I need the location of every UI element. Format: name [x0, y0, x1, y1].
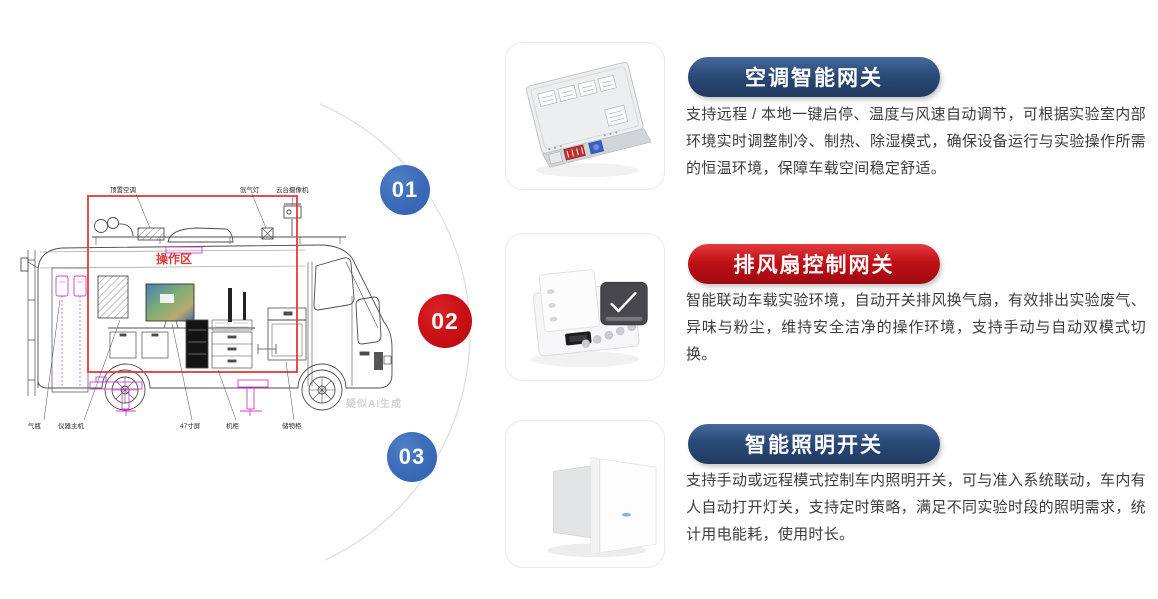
label-gas-cylinder: 气瓶 — [28, 421, 42, 430]
step-number-3: 03 — [398, 444, 426, 469]
section-title-fan-gateway: 排风扇控制网关 — [688, 244, 940, 284]
label-instrument-host: 仪器主机 — [58, 421, 85, 430]
outriggers-and-cylinders — [55, 246, 269, 416]
product-card-light-switch — [505, 420, 665, 568]
check-badge — [600, 281, 648, 326]
label-cabinet: 机柜 — [226, 421, 240, 430]
step-badge-2: 02 — [418, 294, 472, 348]
ac-gateway-image — [526, 61, 652, 178]
label-47inch-screen: 47寸屏 — [180, 421, 201, 430]
switch-led — [622, 512, 631, 517]
section-description-ac-gateway: 支持远程 / 本地一键启停、温度与风速自动调节，可根据实验室内部环境实时调整制冷… — [686, 106, 1146, 177]
front-wheel — [301, 369, 343, 411]
section-description-fan-gateway: 智能联动车载实验环境，自动开关排风换气扇，有效排出实验废气、异味与粉尘，维持安全… — [686, 292, 1146, 363]
product-card-fan-controller — [505, 233, 665, 381]
fan-controller-image — [530, 269, 648, 368]
operation-area-label: 操作区 — [156, 251, 192, 266]
bus-line-art — [20, 203, 393, 411]
step-badge-1: 01 — [380, 165, 430, 215]
step-badge-3: 03 — [387, 432, 437, 482]
section-title-text: 排风扇控制网关 — [733, 254, 895, 277]
step-number-1: 01 — [391, 177, 419, 202]
label-ptz-camera: 云台摄像机 — [276, 185, 309, 194]
section-title-light-switch: 智能照明开关 — [688, 424, 940, 464]
section-title-ac-gateway: 空调智能网关 — [688, 57, 940, 97]
section-title-text: 智能照明开关 — [745, 434, 883, 457]
section-title-text: 空调智能网关 — [745, 67, 883, 90]
label-roof-ac: 顶置空调 — [110, 185, 136, 194]
product-card-ac-gateway — [505, 42, 665, 190]
section-description-light-switch: 支持手动或远程模式控制车内照明开关，可与准入系统联动，车内有人自动打开灯关，支持… — [686, 472, 1146, 543]
watermark: 疑似AI生成 — [346, 397, 402, 410]
label-storage-cabinet: 储物柜 — [282, 421, 302, 430]
operation-area-box — [87, 195, 298, 373]
label-xenon-light: 氙气灯 — [240, 185, 260, 194]
rear-wheel — [104, 369, 146, 411]
leader-lines — [43, 193, 295, 421]
step-number-2: 02 — [431, 307, 459, 334]
vehicle-diagram: 操作区 顶置空调 氙气灯 云台摄像机 气瓶 仪器主机 47寸屏 机柜 储物柜 疑… — [20, 103, 471, 561]
light-switch-image — [547, 457, 657, 558]
